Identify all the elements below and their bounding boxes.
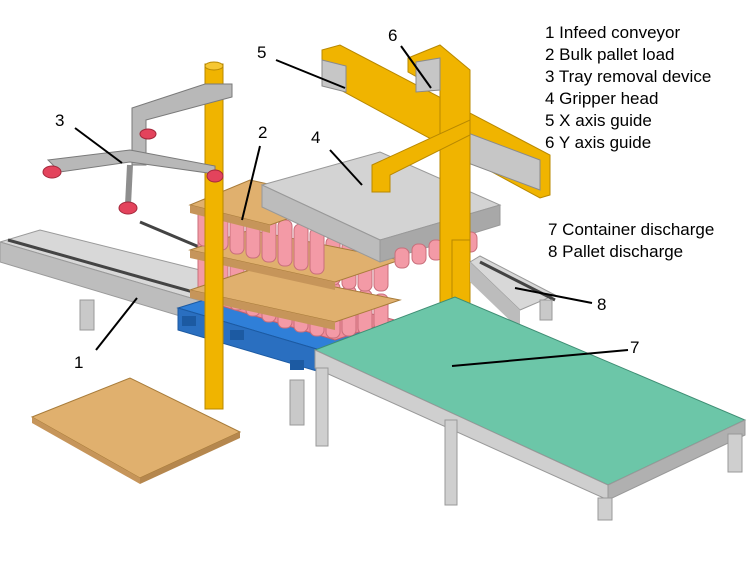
callout-8: 8: [597, 295, 606, 314]
legend-item-6: 6 Y axis guide: [545, 133, 651, 152]
legend: 1 Infeed conveyor 2 Bulk pallet load 3 T…: [545, 23, 714, 261]
legend-item-1: 1 Infeed conveyor: [545, 23, 680, 42]
cardboard-sheet: [30, 377, 242, 484]
legend-item-3: 3 Tray removal device: [545, 67, 711, 86]
callout-6: 6: [388, 26, 397, 45]
callout-7: 7: [630, 338, 639, 357]
legend-item-4: 4 Gripper head: [545, 89, 658, 108]
legend-item-7: 7 Container discharge: [548, 220, 714, 239]
callout-2: 2: [258, 123, 267, 142]
gantry-frame: [321, 44, 551, 361]
legend-item-8: 8 Pallet discharge: [548, 242, 683, 261]
callout-3: 3: [55, 111, 64, 130]
legend-item-2: 2 Bulk pallet load: [545, 45, 674, 64]
callout-1: 1: [74, 353, 83, 372]
container-discharge-conveyor: [313, 296, 747, 521]
legend-item-5: 5 X axis guide: [545, 111, 652, 130]
callout-5: 5: [257, 43, 266, 62]
callout-4: 4: [311, 128, 320, 147]
leader-lines: [74, 45, 629, 367]
tray-removal-device: [42, 61, 233, 410]
